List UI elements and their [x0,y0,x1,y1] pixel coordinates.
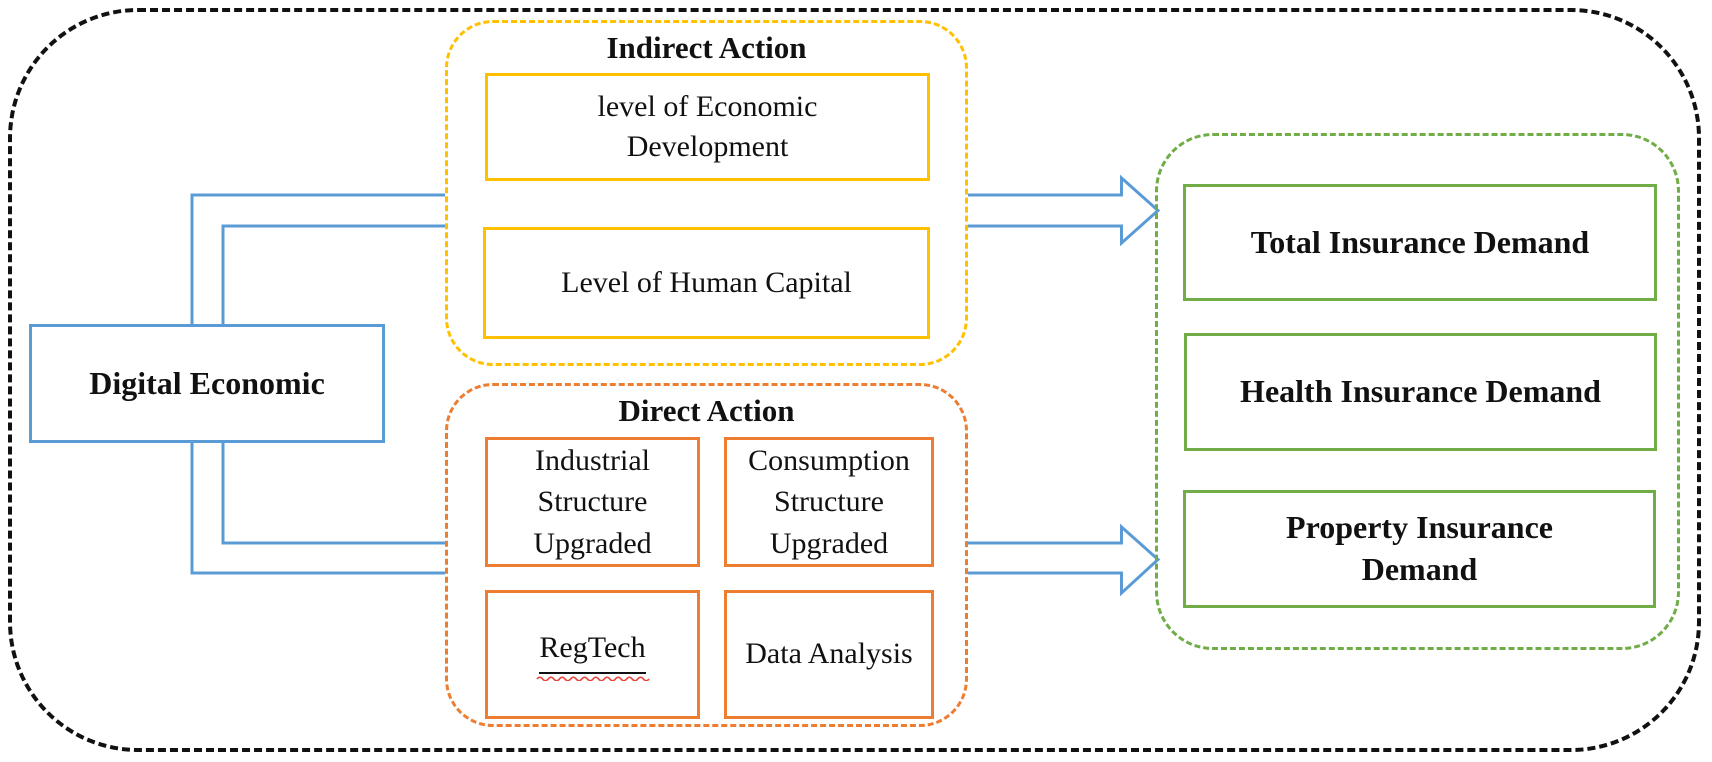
consumption-structure-node: Consumption Structure Upgraded [724,437,934,567]
health-insurance-demand-node: Health Insurance Demand [1184,333,1657,451]
data-analysis-label: Data Analysis [745,637,913,671]
digital-economic-node: Digital Economic [29,324,385,443]
human-capital-node: Level of Human Capital [483,227,930,339]
industrial-structure-label: Industrial Structure Upgraded [533,443,652,560]
total-insurance-demand-node: Total Insurance Demand [1183,184,1657,301]
right-arrowhead [1120,523,1161,597]
spellcheck-squiggle-underline [535,676,650,681]
insurance-demand-group: Total Insurance Demand Health Insurance … [1155,133,1680,650]
diagram-outer-border [8,8,1701,752]
consumption-structure-label: Consumption Structure Upgraded [748,443,910,560]
regtech-node: RegTech [485,590,700,719]
direct-action-title: Direct Action [618,393,795,428]
regtech-label-wrap: RegTech [535,628,650,681]
industrial-structure-node: Industrial Structure Upgraded [485,437,700,567]
economic-development-label: level of Economic Development [597,89,818,164]
indirect-action-title: Indirect Action [606,30,807,65]
data-analysis-node: Data Analysis [724,590,934,719]
property-insurance-demand-label: Property Insurance Demand [1286,509,1553,587]
health-insurance-demand-label: Health Insurance Demand [1240,373,1601,410]
regtech-label: RegTech [539,628,646,674]
total-insurance-demand-label: Total Insurance Demand [1250,223,1590,260]
property-insurance-demand-node: Property Insurance Demand [1183,490,1656,608]
direct-action-group: Direct Action Industrial Structure Upgra… [445,383,968,727]
indirect-action-group: Indirect Action level of Economic Develo… [445,20,968,366]
digital-economic-label: Digital Economic [89,364,325,401]
human-capital-label: Level of Human Capital [561,265,852,299]
right-arrowhead [1120,174,1161,247]
economic-development-node: level of Economic Development [485,73,930,181]
